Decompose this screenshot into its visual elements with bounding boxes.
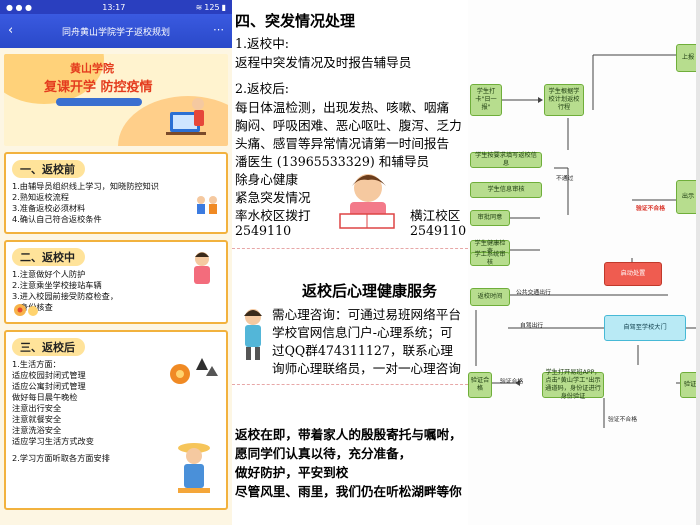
flow-node-return-time: 返校时间 bbox=[470, 288, 510, 306]
children-illustration-icon bbox=[197, 196, 217, 214]
doc-line: 2549110 bbox=[410, 223, 467, 238]
banner-tag-bar bbox=[56, 98, 142, 106]
section-line: 身份核查 bbox=[20, 302, 53, 312]
flow-node-daily-report: 学生打卡"日一报" bbox=[470, 84, 502, 116]
section-line: 1.生活方面： bbox=[12, 359, 61, 369]
student-with-hat-illustration-icon bbox=[178, 443, 210, 493]
flow-node-start-handling: 启动处置 bbox=[604, 262, 662, 286]
section-line: 注意出行安全 bbox=[12, 403, 62, 413]
flow-node-info-review: 学生信息审核 bbox=[470, 182, 542, 198]
doc-line: 潘医生 (13965533329) 和辅导员 bbox=[235, 154, 430, 169]
doc-heading-emergency: 四、突发情况处理 bbox=[235, 12, 356, 30]
doc-closing-line: 愿同学们认真以待，充分准备， bbox=[235, 446, 412, 461]
status-bar: ● ● ● 13:17 ≋ 125 ▮ bbox=[0, 0, 232, 14]
section-line: 3.进入校园前接受防疫检查， bbox=[12, 291, 119, 301]
section-line: 1.由辅导员组织线上学习，知晓防控知识 bbox=[12, 181, 159, 191]
section-line: 适应学习生活方式改变 bbox=[12, 436, 94, 446]
flow-node-system-review: 学工系统审核 bbox=[470, 251, 510, 266]
wifi-icon: ≋ bbox=[195, 2, 203, 12]
section-title: 二、返校中 bbox=[12, 248, 85, 266]
doc-line: 胸闷、呼吸困难、恶心呕吐、腹泻、乏力 bbox=[235, 118, 462, 133]
section-line: 注意就餐安全 bbox=[12, 414, 62, 424]
doc-closing-line: 返校在即，带着家人的殷殷寄托与嘱咐， bbox=[235, 427, 462, 442]
section-line: 适应校园封闭式管理 bbox=[12, 370, 86, 380]
section-line: 3.准备返校必须材料 bbox=[12, 203, 86, 213]
student-illustration-icon bbox=[194, 252, 210, 284]
flow-node-gate: 自驾至学校大门 bbox=[604, 315, 686, 341]
doc-line: 紧急突发情况 bbox=[235, 190, 311, 205]
doc-line: 2549110 bbox=[235, 223, 292, 238]
flow-node-verified: 验证合格 bbox=[468, 372, 492, 398]
flow-node-plan-itinerary: 学生根据学校计划返校行程 bbox=[544, 84, 584, 116]
doc-line: 学校官网信息门户-心理系统；可 bbox=[272, 325, 453, 340]
section-during-return: 二、返校中 1.注意做好个人防护 2.注意乘坐学校接站车辆 3.进入校园前接受防… bbox=[4, 240, 228, 324]
back-arrow-icon[interactable]: ‹ bbox=[8, 23, 14, 38]
document-page: 四、突发情况处理 1.返校中: 返程中突发情况及时报告辅导员 2.返校后: 每日… bbox=[232, 0, 468, 525]
more-icon[interactable]: ⋯ bbox=[213, 23, 224, 36]
doc-line: 2.返校后: bbox=[235, 81, 290, 96]
section-before-return: 一、返校前 1.由辅导员组织线上学习，知晓防控知识 2.熟知返校流程 3.准备返… bbox=[4, 152, 228, 234]
section-line: 2.学习方面听取各方面安排 bbox=[12, 453, 110, 463]
status-icons: ≋ 125 ▮ bbox=[196, 3, 226, 12]
app-title: 同舟黄山学院学子返校规划 bbox=[61, 27, 170, 38]
doc-line: 横江校区 bbox=[410, 208, 461, 223]
flow-label-self-drive: 自驾出行 bbox=[520, 323, 544, 329]
banner-slogan: 复课开学 防控疫情 bbox=[44, 80, 153, 95]
doc-line: 每日体温检测，出现发热、咳嗽、咽痛 bbox=[235, 100, 450, 115]
section-line: 4.确认自己符合返校条件 bbox=[12, 214, 102, 224]
flow-label-not-pass: 不通过 bbox=[556, 176, 574, 182]
banner-school-name: 黄山学院 bbox=[70, 62, 114, 75]
doc-line: 头痛、感冒等异常情况请第一时间报告 bbox=[235, 136, 450, 151]
flowchart-scrollbar[interactable] bbox=[696, 0, 700, 525]
flow-node-app-verification: 学生打开易班APP，点击"黄山学工"出示通道码，身份证进行身份验证 bbox=[542, 369, 604, 400]
flowchart-panel: 学生打卡"日一报" 学生根据学校计划返校行程 学生按要求填写返校信息 学生信息审… bbox=[468, 0, 700, 525]
battery-icon: ▮ bbox=[221, 2, 226, 12]
section-line: 适应公寓封闭式管理 bbox=[12, 381, 86, 391]
student-computer-illustration-icon bbox=[166, 98, 206, 135]
flow-label-verify-pass: 验证合格 bbox=[500, 379, 524, 385]
doc-divider bbox=[232, 384, 468, 385]
doc-closing-line: 尽管风里、雨里，我们仍在听松湖畔等你 bbox=[235, 484, 462, 499]
doc-line: 除身心健康 bbox=[235, 172, 298, 187]
doc-heading-mental-health: 返校后心理健康服务 bbox=[302, 282, 438, 300]
flow-label-verify-fail-2: 验证不合格 bbox=[608, 417, 637, 423]
section-line: 注意洗浴安全 bbox=[12, 425, 62, 435]
flow-node-submit-info: 学生按要求填写返校信息 bbox=[470, 152, 542, 168]
autumn-leaves-illustration-icon bbox=[170, 358, 218, 384]
flow-label-verify-fail: 验证不合格 bbox=[636, 206, 665, 212]
doc-line: 1.返校中: bbox=[235, 36, 290, 51]
app-bar: ‹ 同舟黄山学院学子返校规划 ⋯ bbox=[0, 14, 232, 48]
section-line: 1.注意做好个人防护 bbox=[12, 269, 86, 279]
section-line: 做好每日晨午晚检 bbox=[12, 392, 78, 402]
doc-line: 需心理咨询：可通过易班网络平台 bbox=[272, 307, 461, 322]
flow-label-public-transport: 公共交通出行 bbox=[516, 290, 551, 296]
doc-line: 过QQ群474311127，联系心理 bbox=[272, 343, 453, 358]
section-title: 一、返校前 bbox=[12, 160, 85, 178]
doc-line: 率水校区拨打 bbox=[235, 208, 311, 223]
doc-line: 询师心理联络员，一对一心理咨询 bbox=[272, 361, 461, 376]
reading-girl-illustration-icon bbox=[339, 174, 395, 229]
section-title: 三、返校后 bbox=[12, 338, 85, 356]
flower-decor-icon bbox=[14, 304, 38, 316]
girl-illustration-icon bbox=[244, 309, 262, 360]
battery-level: 125 bbox=[204, 2, 220, 12]
doc-divider bbox=[232, 248, 468, 249]
doc-closing-line: 做好防护，平安到校 bbox=[235, 465, 349, 480]
section-line: 2.注意乘坐学校接站车辆 bbox=[12, 280, 102, 290]
doc-line: 返程中突发情况及时报告辅导员 bbox=[235, 55, 412, 70]
phone-screenshot: ● ● ● 13:17 ≋ 125 ▮ ‹ 同舟黄山学院学子返校规划 ⋯ 黄山学… bbox=[0, 0, 232, 525]
section-after-return: 三、返校后 1.生活方面： 适应校园封闭式管理 适应公寓封闭式管理 做好每日晨午… bbox=[4, 330, 228, 510]
status-dots: ● ● ● bbox=[6, 2, 33, 12]
banner: 黄山学院 复课开学 防控疫情 bbox=[4, 54, 228, 146]
status-time: 13:17 bbox=[102, 2, 126, 12]
section-line: 2.熟知返校流程 bbox=[12, 192, 69, 202]
flow-node-approved: 审批同意 bbox=[470, 210, 510, 226]
